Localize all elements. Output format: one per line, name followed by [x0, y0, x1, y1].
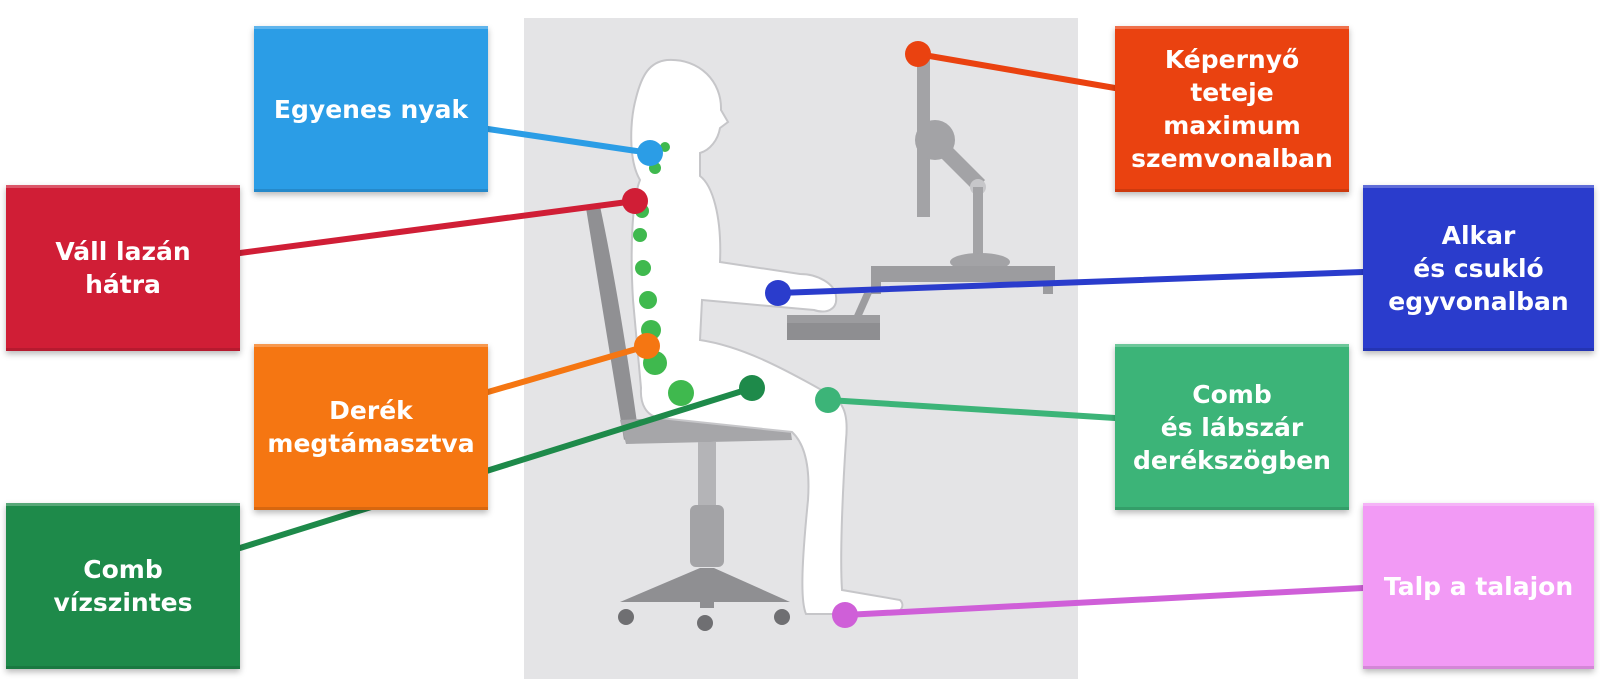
knee-label: Comb és lábszár derékszögben [1115, 344, 1349, 510]
knee-connector [825, 397, 1118, 421]
screen-connector [915, 51, 1118, 91]
screen-anchor [905, 41, 931, 67]
seated-person-silhouette [630, 58, 904, 615]
lumbar-connector [485, 343, 650, 395]
shoulder-label: Váll lazán hátra [6, 185, 240, 351]
desk [787, 266, 1055, 340]
thigh-label: Comb vízszintes [6, 503, 240, 669]
thigh-anchor [739, 375, 765, 401]
feet-connector [842, 585, 1366, 618]
forearm-label: Alkar és csukló egyvonalban [1363, 185, 1594, 351]
forearm-connector [775, 269, 1366, 296]
thigh-connector [237, 385, 755, 551]
feet-label: Talp a talajon [1363, 503, 1594, 669]
lumbar-anchor [634, 333, 660, 359]
feet-anchor [832, 602, 858, 628]
neck-connector [485, 126, 653, 156]
screen-label: Képernyő teteje maximum szemvonalban [1115, 26, 1349, 192]
spine-dots [633, 142, 694, 406]
callout-lines [237, 51, 1366, 618]
monitor-arm [915, 55, 1010, 271]
forearm-anchor [765, 280, 791, 306]
anchor-dots [622, 41, 931, 628]
lumbar-label: Derék megtámasztva [254, 344, 488, 510]
neck-anchor [637, 140, 663, 166]
office-chair [586, 206, 792, 631]
knee-anchor [815, 387, 841, 413]
shoulder-anchor [622, 188, 648, 214]
neck-label: Egyenes nyak [254, 26, 488, 192]
shoulder-connector [237, 198, 638, 256]
